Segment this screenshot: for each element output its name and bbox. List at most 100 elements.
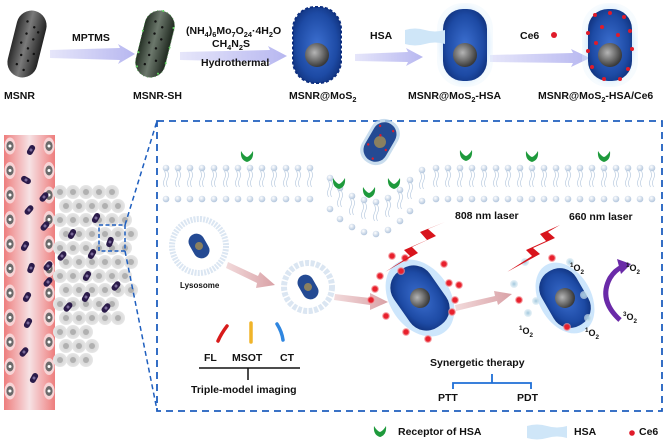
lipid bbox=[210, 164, 218, 203]
lipid bbox=[186, 164, 194, 203]
ct-signal-icon bbox=[275, 322, 285, 342]
oxygen-dot bbox=[524, 309, 532, 317]
laser-808-bolt-icon bbox=[385, 222, 445, 272]
msnr-mos2-hsa-ce6-particle bbox=[582, 3, 638, 87]
transition-arrow-3 bbox=[455, 291, 512, 311]
legend-hsa-icon bbox=[527, 424, 567, 440]
ce6-reagent-icon bbox=[551, 32, 557, 38]
tumor-cell bbox=[98, 311, 112, 325]
ce6-dot bbox=[440, 260, 448, 268]
tumor-tissue bbox=[53, 185, 138, 367]
tumor-cell bbox=[98, 283, 112, 297]
tumor-cell bbox=[66, 269, 80, 283]
endothelial-cell bbox=[43, 333, 55, 351]
ce6-dot bbox=[376, 272, 384, 280]
tumor-cell bbox=[79, 213, 93, 227]
lipid bbox=[336, 184, 344, 223]
mptms-label: MPTMS bbox=[72, 32, 110, 44]
therapy-mode-pdt: PDT bbox=[517, 392, 538, 404]
tumor-cell bbox=[92, 185, 106, 199]
tumor-cell bbox=[66, 325, 80, 339]
lipid bbox=[468, 164, 476, 203]
endothelial-cell bbox=[4, 137, 16, 155]
endothelial-cell bbox=[43, 137, 55, 155]
endothelial-cell bbox=[4, 333, 16, 351]
ce6-dot bbox=[455, 281, 463, 289]
ce6-dot bbox=[445, 279, 453, 287]
ptt-nanoparticle bbox=[385, 259, 455, 337]
receptor-icon bbox=[362, 187, 376, 198]
singlet-oxygen-product-label: 1O2 bbox=[626, 262, 641, 276]
endothelial-cell bbox=[4, 382, 16, 400]
ce6-dot bbox=[451, 296, 459, 304]
lipid bbox=[396, 186, 404, 225]
lysosome-intact bbox=[169, 216, 229, 276]
tumor-cell bbox=[85, 311, 99, 325]
tumor-cell bbox=[53, 353, 67, 367]
msnr-mos2-hsa-particle bbox=[437, 3, 493, 87]
triplet-oxygen-label: 3O2 bbox=[623, 311, 638, 325]
tumor-cell bbox=[105, 269, 119, 283]
msnr-mos2-particle bbox=[292, 6, 342, 84]
ce6-dot bbox=[515, 296, 523, 304]
legend-hsa-label: HSA bbox=[574, 426, 597, 438]
tumor-cell bbox=[124, 227, 138, 241]
ce6-dot bbox=[402, 328, 410, 336]
tumor-cell bbox=[85, 339, 99, 353]
ce6-dot bbox=[563, 323, 571, 331]
lipid bbox=[246, 164, 254, 203]
lipid bbox=[552, 164, 560, 203]
tumor-cell bbox=[66, 213, 80, 227]
imaging-mode-ct: CT bbox=[280, 352, 294, 364]
msnr-mos2-hsa-label: MSNR@MoS2-HSA bbox=[408, 90, 502, 105]
tumor-cell bbox=[98, 227, 112, 241]
endothelial-cell bbox=[4, 260, 16, 277]
endothelial-cell bbox=[4, 358, 16, 375]
lipid bbox=[612, 164, 620, 203]
lipid bbox=[306, 164, 314, 203]
lipid bbox=[360, 196, 368, 236]
lipid bbox=[418, 166, 426, 205]
tumor-cell bbox=[59, 283, 73, 297]
tumor-cell bbox=[72, 199, 86, 213]
tumor-cell bbox=[111, 199, 125, 213]
lysosome-membrane bbox=[169, 216, 229, 276]
singlet-oxygen-label-3: 1O2 bbox=[585, 327, 600, 341]
endothelial-cell bbox=[43, 235, 55, 253]
lipid bbox=[406, 176, 414, 215]
lipid bbox=[432, 164, 440, 203]
tumor-cell bbox=[72, 255, 86, 269]
lipid bbox=[348, 192, 356, 231]
entering-nanoparticle bbox=[360, 118, 400, 166]
tumor-cell bbox=[72, 339, 86, 353]
hsa-reagent-icon bbox=[405, 28, 445, 46]
tumor-cell bbox=[79, 353, 93, 367]
imaging-mode-msot: MSOT bbox=[232, 352, 263, 364]
oxygen-arrowhead bbox=[617, 259, 631, 274]
transition-arrow-2 bbox=[334, 293, 388, 310]
msnr-mos2-label: MSNR@MoS2 bbox=[289, 90, 357, 105]
receptor-icon bbox=[240, 151, 254, 162]
lipid bbox=[326, 174, 334, 213]
imaging-title: Triple-model imaging bbox=[191, 384, 297, 396]
endothelial-cell bbox=[43, 284, 55, 302]
thiourea-label: CH4N2S bbox=[212, 38, 250, 53]
zoom-line-bottom bbox=[124, 250, 158, 411]
tumor-cell bbox=[59, 311, 73, 325]
tumor-cell bbox=[66, 353, 80, 367]
lipid bbox=[516, 164, 524, 203]
ce6-dot bbox=[548, 254, 556, 262]
singlet-oxygen-label-2: 1O2 bbox=[519, 325, 534, 339]
endothelial-cell bbox=[4, 309, 16, 326]
tumor-cell bbox=[105, 213, 119, 227]
tumor-cell bbox=[92, 297, 106, 311]
zoom-line-top bbox=[124, 120, 158, 226]
tumor-cell bbox=[53, 325, 67, 339]
lipid bbox=[444, 164, 452, 203]
lipid bbox=[294, 164, 302, 203]
singlet-oxygen-label-1: 1O2 bbox=[570, 262, 585, 276]
receptors bbox=[240, 150, 611, 198]
legend-receptor-label: Receptor of HSA bbox=[398, 426, 482, 438]
endothelial-cell bbox=[43, 162, 55, 179]
tumor-cell bbox=[53, 297, 67, 311]
